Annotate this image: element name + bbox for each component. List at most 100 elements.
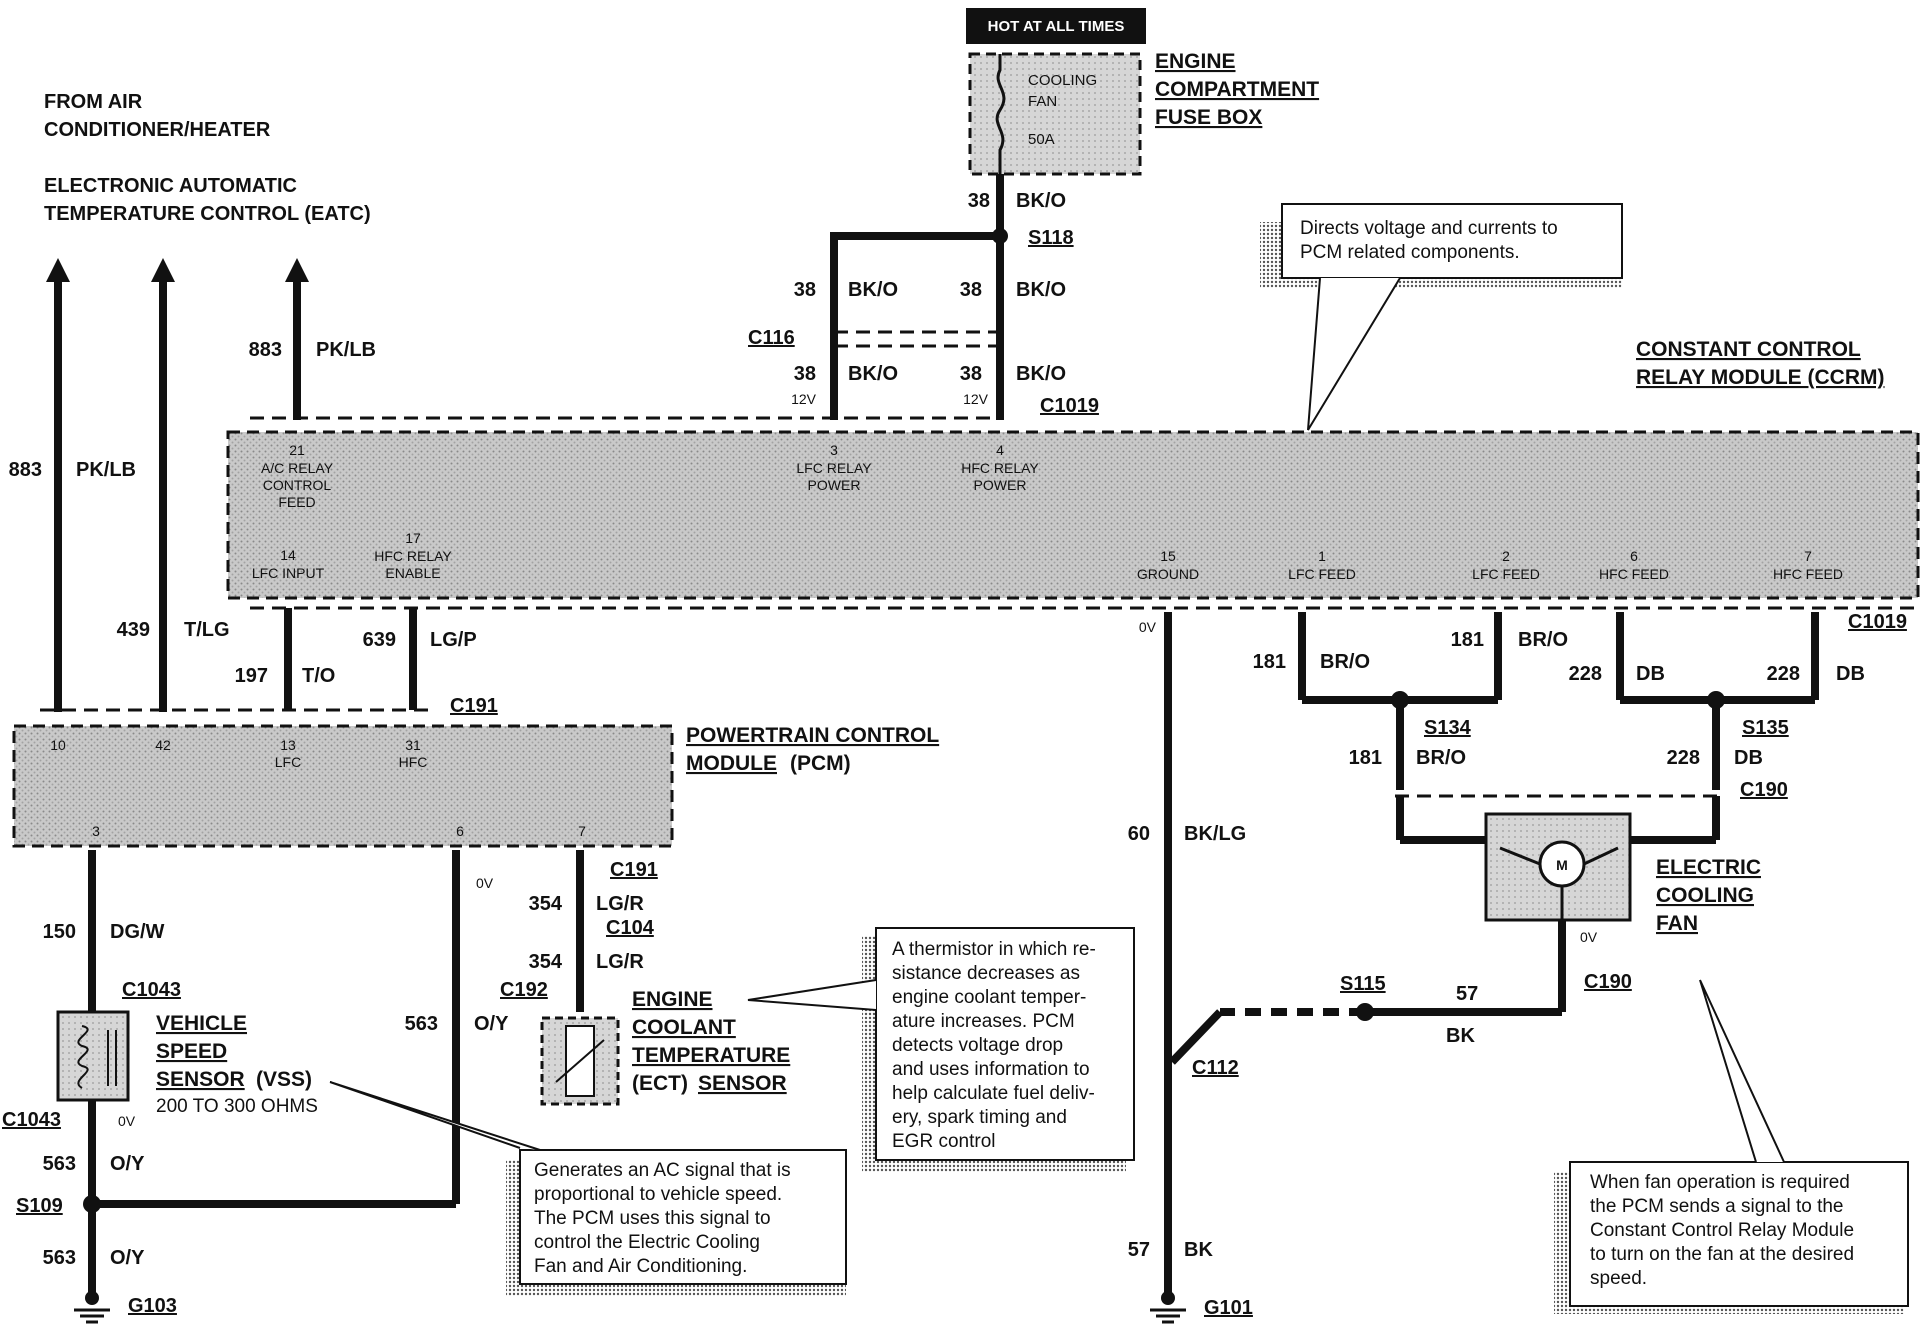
svg-text:BK/O: BK/O [848,363,898,385]
svg-text:SENSOR: SENSOR [156,1068,245,1091]
svg-text:to turn on the fan at the desi: to turn on the fan at the desired [1590,1244,1854,1265]
svg-text:BK: BK [1184,1239,1213,1261]
pcm-pin-31: 31 [405,737,421,753]
svg-text:POWER: POWER [974,477,1027,493]
pcm-pin-13: 13 [280,737,296,753]
svg-text:7: 7 [1804,548,1812,564]
svg-text:HFC: HFC [399,754,428,770]
svg-text:LFC INPUT: LFC INPUT [252,565,325,581]
svg-text:354: 354 [529,893,563,915]
svg-text:ery, spark timing and: ery, spark timing and [892,1107,1067,1128]
svg-text:engine coolant temper-: engine coolant temper- [892,987,1086,1008]
svg-text:563: 563 [43,1247,76,1269]
svg-text:ELECTRONIC AUTOMATIC: ELECTRONIC AUTOMATIC [44,175,297,197]
splice-s134 [1391,691,1409,709]
svg-text:(ECT): (ECT) [632,1072,688,1095]
svg-text:PCM related components.: PCM related components. [1300,242,1520,263]
svg-text:3: 3 [830,442,838,458]
c112-label: C112 [1192,1057,1239,1079]
svg-text:57: 57 [1456,983,1478,1005]
svg-text:LG/P: LG/P [430,629,477,651]
svg-text:0V: 0V [1580,929,1598,945]
svg-text:17: 17 [405,530,421,546]
ccrm-pin-21: 21 A/C RELAY CONTROL FEED [261,442,334,510]
svg-text:38: 38 [968,190,990,212]
svg-text:PK/LB: PK/LB [316,339,376,361]
svg-text:O/Y: O/Y [110,1153,145,1175]
svg-text:POWER: POWER [808,477,861,493]
fan-title: ELECTRIC [1656,856,1761,879]
svg-text:0V: 0V [1139,619,1157,635]
svg-text:2: 2 [1502,548,1510,564]
svg-text:S109: S109 [16,1195,63,1217]
svg-text:(PCM): (PCM) [790,752,851,775]
svg-text:HFC RELAY: HFC RELAY [374,548,452,564]
svg-text:38: 38 [960,279,982,301]
svg-text:A thermistor in which re-: A thermistor in which re- [892,939,1096,960]
svg-text:883: 883 [249,339,282,361]
svg-text:563: 563 [43,1153,76,1175]
svg-text:57: 57 [1128,1239,1150,1261]
svg-text:TEMPERATURE CONTROL (EATC): TEMPERATURE CONTROL (EATC) [44,203,371,225]
svg-text:Fan and Air Conditioning.: Fan and Air Conditioning. [534,1256,747,1277]
c116-label: C116 [748,327,795,349]
callout-ccrm: Directs voltage and currents to PCM rela… [1260,203,1623,431]
svg-text:C190: C190 [1584,971,1632,993]
splice-s118 [992,228,1008,244]
svg-text:BR/O: BR/O [1416,747,1466,769]
thermistor-icon [555,1039,605,1083]
svg-text:DG/W: DG/W [110,921,165,943]
svg-text:C191: C191 [610,859,658,881]
svg-text:SENSOR: SENSOR [698,1072,787,1095]
svg-text:sistance decreases as: sistance decreases as [892,963,1080,984]
fuse-box-title: ENGINE [1155,50,1236,73]
coil-icon [77,1025,89,1089]
svg-text:21: 21 [289,442,305,458]
svg-text:12V: 12V [963,391,989,407]
callout-vss: Generates an AC signal that is proportio… [329,1081,847,1296]
svg-text:help calculate fuel deliv-: help calculate fuel deliv- [892,1083,1095,1104]
svg-text:LFC FEED: LFC FEED [1288,566,1356,582]
svg-text:HFC RELAY: HFC RELAY [961,460,1039,476]
svg-text:0V: 0V [476,875,494,891]
svg-text:HOT AT ALL TIMES: HOT AT ALL TIMES [988,18,1125,35]
svg-text:The PCM uses this signal to: The PCM uses this signal to [534,1208,771,1229]
ect-sensor [540,1016,620,1106]
svg-text:FUSE BOX: FUSE BOX [1155,106,1262,129]
pcm-pin-7: 7 [578,823,586,839]
eatc-title: FROM AIR [44,91,143,113]
ground-g101: G101 [1150,1291,1253,1324]
c191-label: C191 [450,695,498,717]
svg-text:EGR control: EGR control [892,1131,995,1152]
svg-text:DB: DB [1836,663,1865,685]
svg-text:When fan operation is required: When fan operation is required [1590,1172,1850,1193]
ccrm-pin-7: 7 HFC FEED [1773,548,1843,582]
svg-text:and uses information to: and uses information to [892,1059,1090,1080]
svg-text:LFC: LFC [275,754,301,770]
callout-ect: A thermistor in which re- sistance decre… [747,927,1135,1172]
svg-text:639: 639 [363,629,396,651]
ccrm-pin-15: 15 GROUND [1137,548,1199,582]
svg-text:GROUND: GROUND [1137,566,1199,582]
svg-text:14: 14 [280,547,296,563]
svg-text:1: 1 [1318,548,1326,564]
svg-text:the PCM sends a signal to the: the PCM sends a signal to the [1590,1196,1843,1217]
svg-text:C1043: C1043 [2,1109,61,1131]
fuse-rating: 50A [1028,131,1055,148]
fuse-box: COOLING FAN 50A [968,52,1142,176]
svg-text:SPEED: SPEED [156,1040,227,1063]
ccrm-pin-3: 3 LFC RELAY POWER [796,442,872,493]
svg-text:HFC FEED: HFC FEED [1599,566,1669,582]
ccrm-pin-6: 6 HFC FEED [1599,548,1669,582]
ccrm-module [226,430,1920,600]
svg-text:439: 439 [117,619,150,641]
svg-text:T/LG: T/LG [184,619,230,641]
svg-text:Directs voltage and currents t: Directs voltage and currents to [1300,218,1558,239]
ccrm-pin-14: 14 LFC INPUT [252,547,325,581]
connector-labels: C116 C191 C191 C104 C192 C1043 C1043 C11… [2,327,1788,1131]
svg-text:38: 38 [794,363,816,385]
svg-text:228: 228 [1667,747,1700,769]
svg-text:CONDITIONER/HEATER: CONDITIONER/HEATER [44,119,271,141]
svg-text:BR/O: BR/O [1320,651,1370,673]
svg-text:BK/O: BK/O [1016,279,1066,301]
